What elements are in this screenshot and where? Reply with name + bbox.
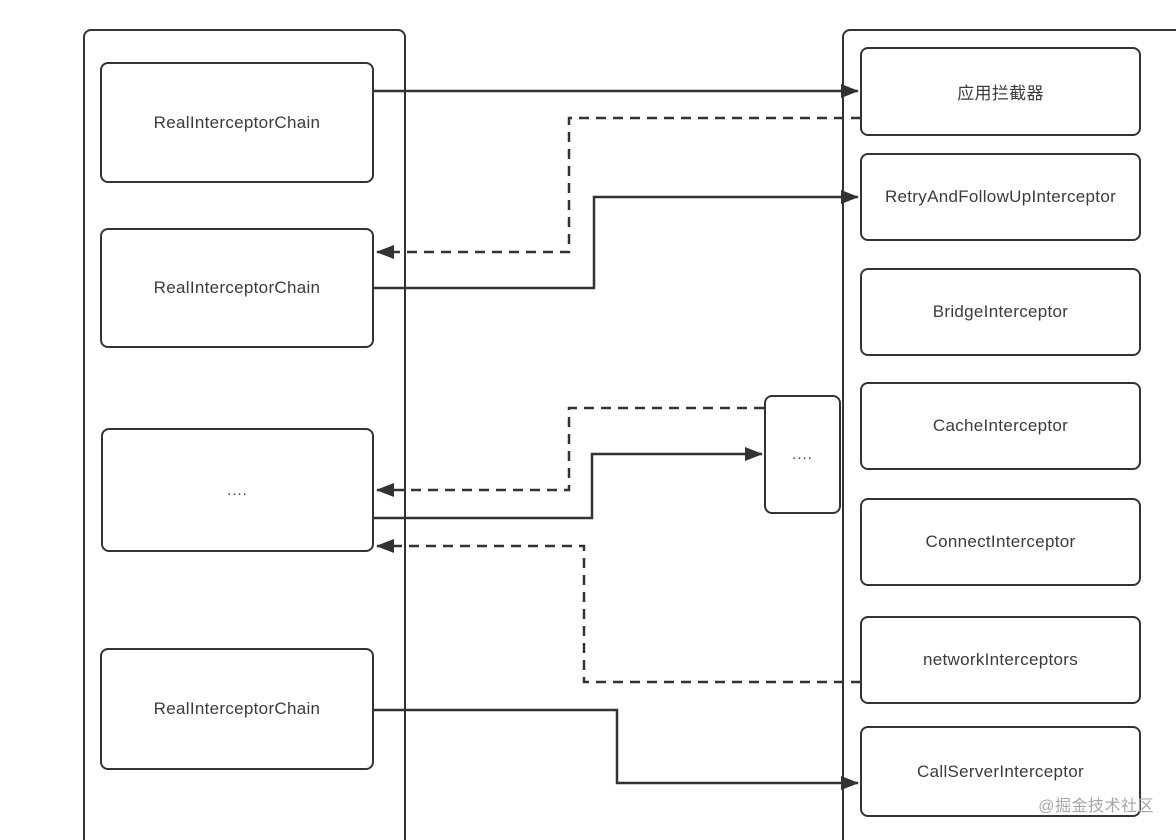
node-label: CacheInterceptor [932,416,1069,435]
node-application-interceptors: 应用拦截器 [860,47,1141,136]
node-label: 应用拦截器 [957,84,1044,103]
node-real-interceptor-chain-3: RealInterceptorChain [100,648,374,770]
watermark-juejin: @掘金技术社区 [1038,798,1154,815]
node-label: .... [227,481,248,499]
node-connect-interceptor: ConnectInterceptor [860,498,1141,586]
node-label: RetryAndFollowUpInterceptor [884,187,1117,206]
node-label: BridgeInterceptor [932,302,1069,321]
edge-app-to-ric2 [376,116,861,259]
node-label: RealInterceptorChain [153,699,321,718]
node-label: RealInterceptorChain [153,112,321,132]
node-cache-interceptor: CacheInterceptor [860,382,1141,470]
node-ellipsis-left: .... [101,428,374,552]
node-label: CallServerInterceptor [917,761,1084,781]
node-label: RealInterceptorChain [153,278,321,297]
node-label: .... [792,446,813,463]
edge-ric2-to-retry [374,190,859,290]
node-call-server-interceptor: CallServerInterceptor [860,726,1141,817]
node-real-interceptor-chain-2: RealInterceptorChain [100,228,374,348]
node-network-interceptors: networkInterceptors [860,616,1141,704]
edge-dotsleft-to-middle [373,447,763,520]
edge-middle-to-dotsleft [376,406,764,497]
node-ellipsis-middle: .... [764,395,841,514]
edge-ric3-to-callserver [374,708,859,790]
node-label: ConnectInterceptor [925,532,1076,551]
right-interceptor-container [842,29,1176,840]
node-label: networkInterceptors [923,650,1078,669]
node-bridge-interceptor: BridgeInterceptor [860,268,1141,356]
node-real-interceptor-chain-1: RealInterceptorChain [100,62,374,183]
node-retry-and-follow-up-interceptor: RetryAndFollowUpInterceptor [860,153,1141,241]
edge-network-to-dotsleft [376,539,861,684]
